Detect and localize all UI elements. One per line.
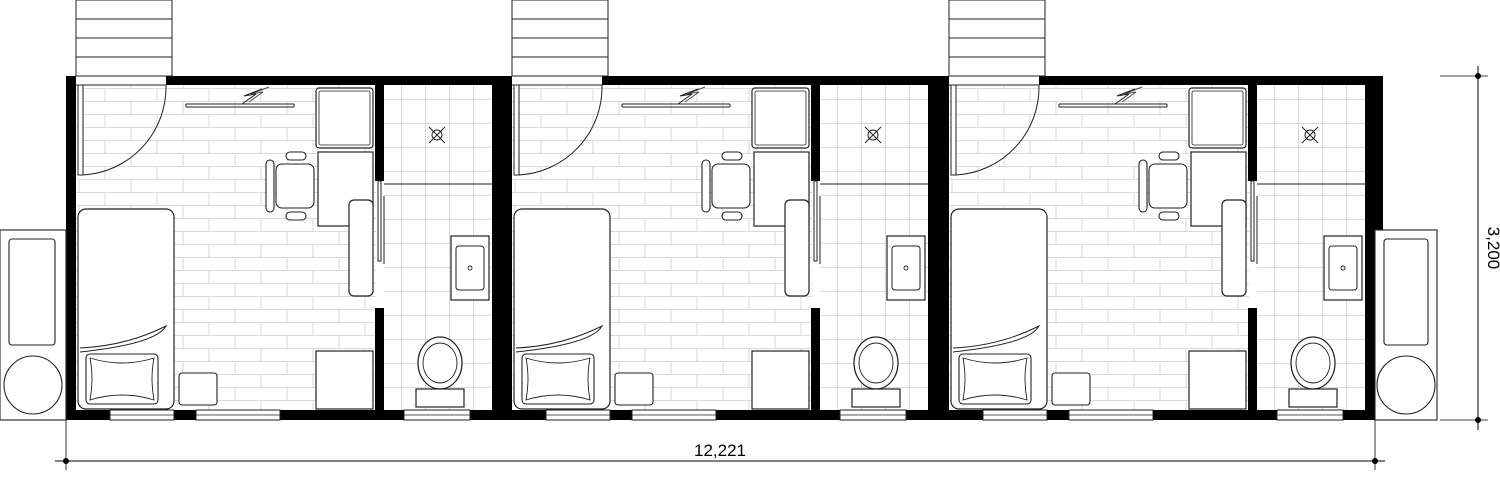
- exterior-bench-right: [1374, 229, 1438, 421]
- unit-2: [501, 0, 947, 421]
- exterior-bench-left: [0, 229, 67, 421]
- total-width-label: 12,221: [694, 441, 746, 460]
- unit-1: [65, 0, 511, 421]
- height-label: 3,200: [1484, 227, 1500, 270]
- unit-3: [938, 0, 1384, 421]
- horizontal-dimension: 12,221: [55, 420, 1385, 470]
- vertical-dimension: 3,200: [1440, 66, 1500, 430]
